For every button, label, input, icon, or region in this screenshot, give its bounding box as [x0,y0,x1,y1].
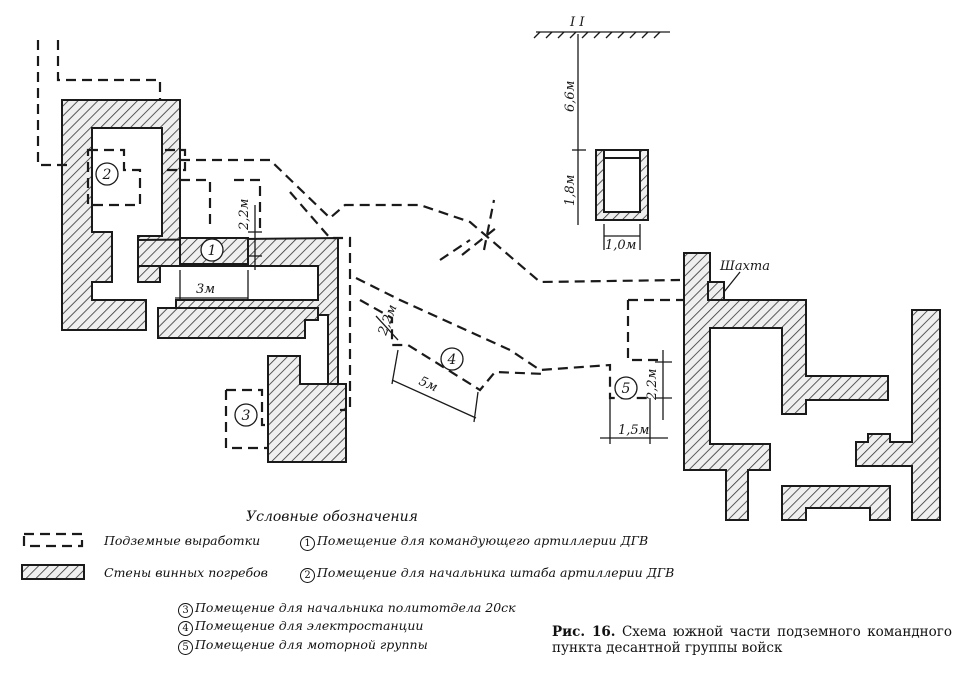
shaft-pointer [723,271,741,293]
dim-label-6: 1,5м [618,423,649,438]
legend-room-3-text: Помещение для начальника политотдела 20с… [195,600,516,615]
svg-text:2: 2 [102,167,112,183]
shaft-label: Шахта [719,259,770,274]
svg-text:4: 4 [447,352,457,368]
svg-text:3: 3 [242,408,251,424]
room-1-marker: 1 [200,238,224,262]
legend-room-2-text: Помещение для начальника штаба артиллери… [317,565,675,580]
underground-workings [36,40,684,450]
svg-text:5: 5 [622,381,631,397]
left-cellar-walls [61,99,347,463]
legend-dashed-swatch [22,532,84,548]
legend-room-4-text: Помещение для электростанции [195,618,424,633]
right-cellar-walls [683,252,941,521]
dim-label-8: 1,8м [563,175,578,206]
dim-label-2: 3м [196,282,215,297]
legend-title: Условные обозначения [246,509,418,525]
legend-room-3-number: 3 [178,603,193,618]
caption-prefix: Рис. 16. [552,624,616,640]
dim-label-4: 5м [416,374,440,395]
dim-label-9: 1,0м [605,238,636,253]
room-4-marker: 4 [440,347,464,371]
section-label: I I [569,15,585,30]
legend-room-2-number: 2 [300,568,315,583]
caption-text: Схема южной части подземного командного … [552,624,952,656]
legend-room-5-number: 5 [178,640,193,655]
dim-label-7: 6,6м [563,81,578,112]
legend-room-1-number: 1 [300,536,315,551]
dim-label-1: 2,2м [237,199,252,231]
legend-dashed-label: Подземные выработки [104,533,261,548]
dim-label-5: 2,2м [645,369,660,401]
room-5-marker: 5 [614,376,638,400]
section-detail [533,31,670,250]
legend-hatched-swatch [21,564,85,580]
legend-hatched-label: Стены винных погребов [104,565,268,580]
legend-room-4-number: 4 [178,621,193,636]
legend-room-1-text: Помещение для командующего артиллерии ДГ… [317,533,649,548]
room-3-marker: 3 [234,403,258,427]
room-2-marker: 2 [95,162,119,186]
dim-label-3: 2,2м [375,303,400,339]
legend-room-5-text: Помещение для моторной группы [195,637,428,652]
figure-caption: Рис. 16. Схема южной части подземного ко… [552,624,952,656]
dimension-lines [175,205,672,444]
svg-text:1: 1 [208,243,217,259]
